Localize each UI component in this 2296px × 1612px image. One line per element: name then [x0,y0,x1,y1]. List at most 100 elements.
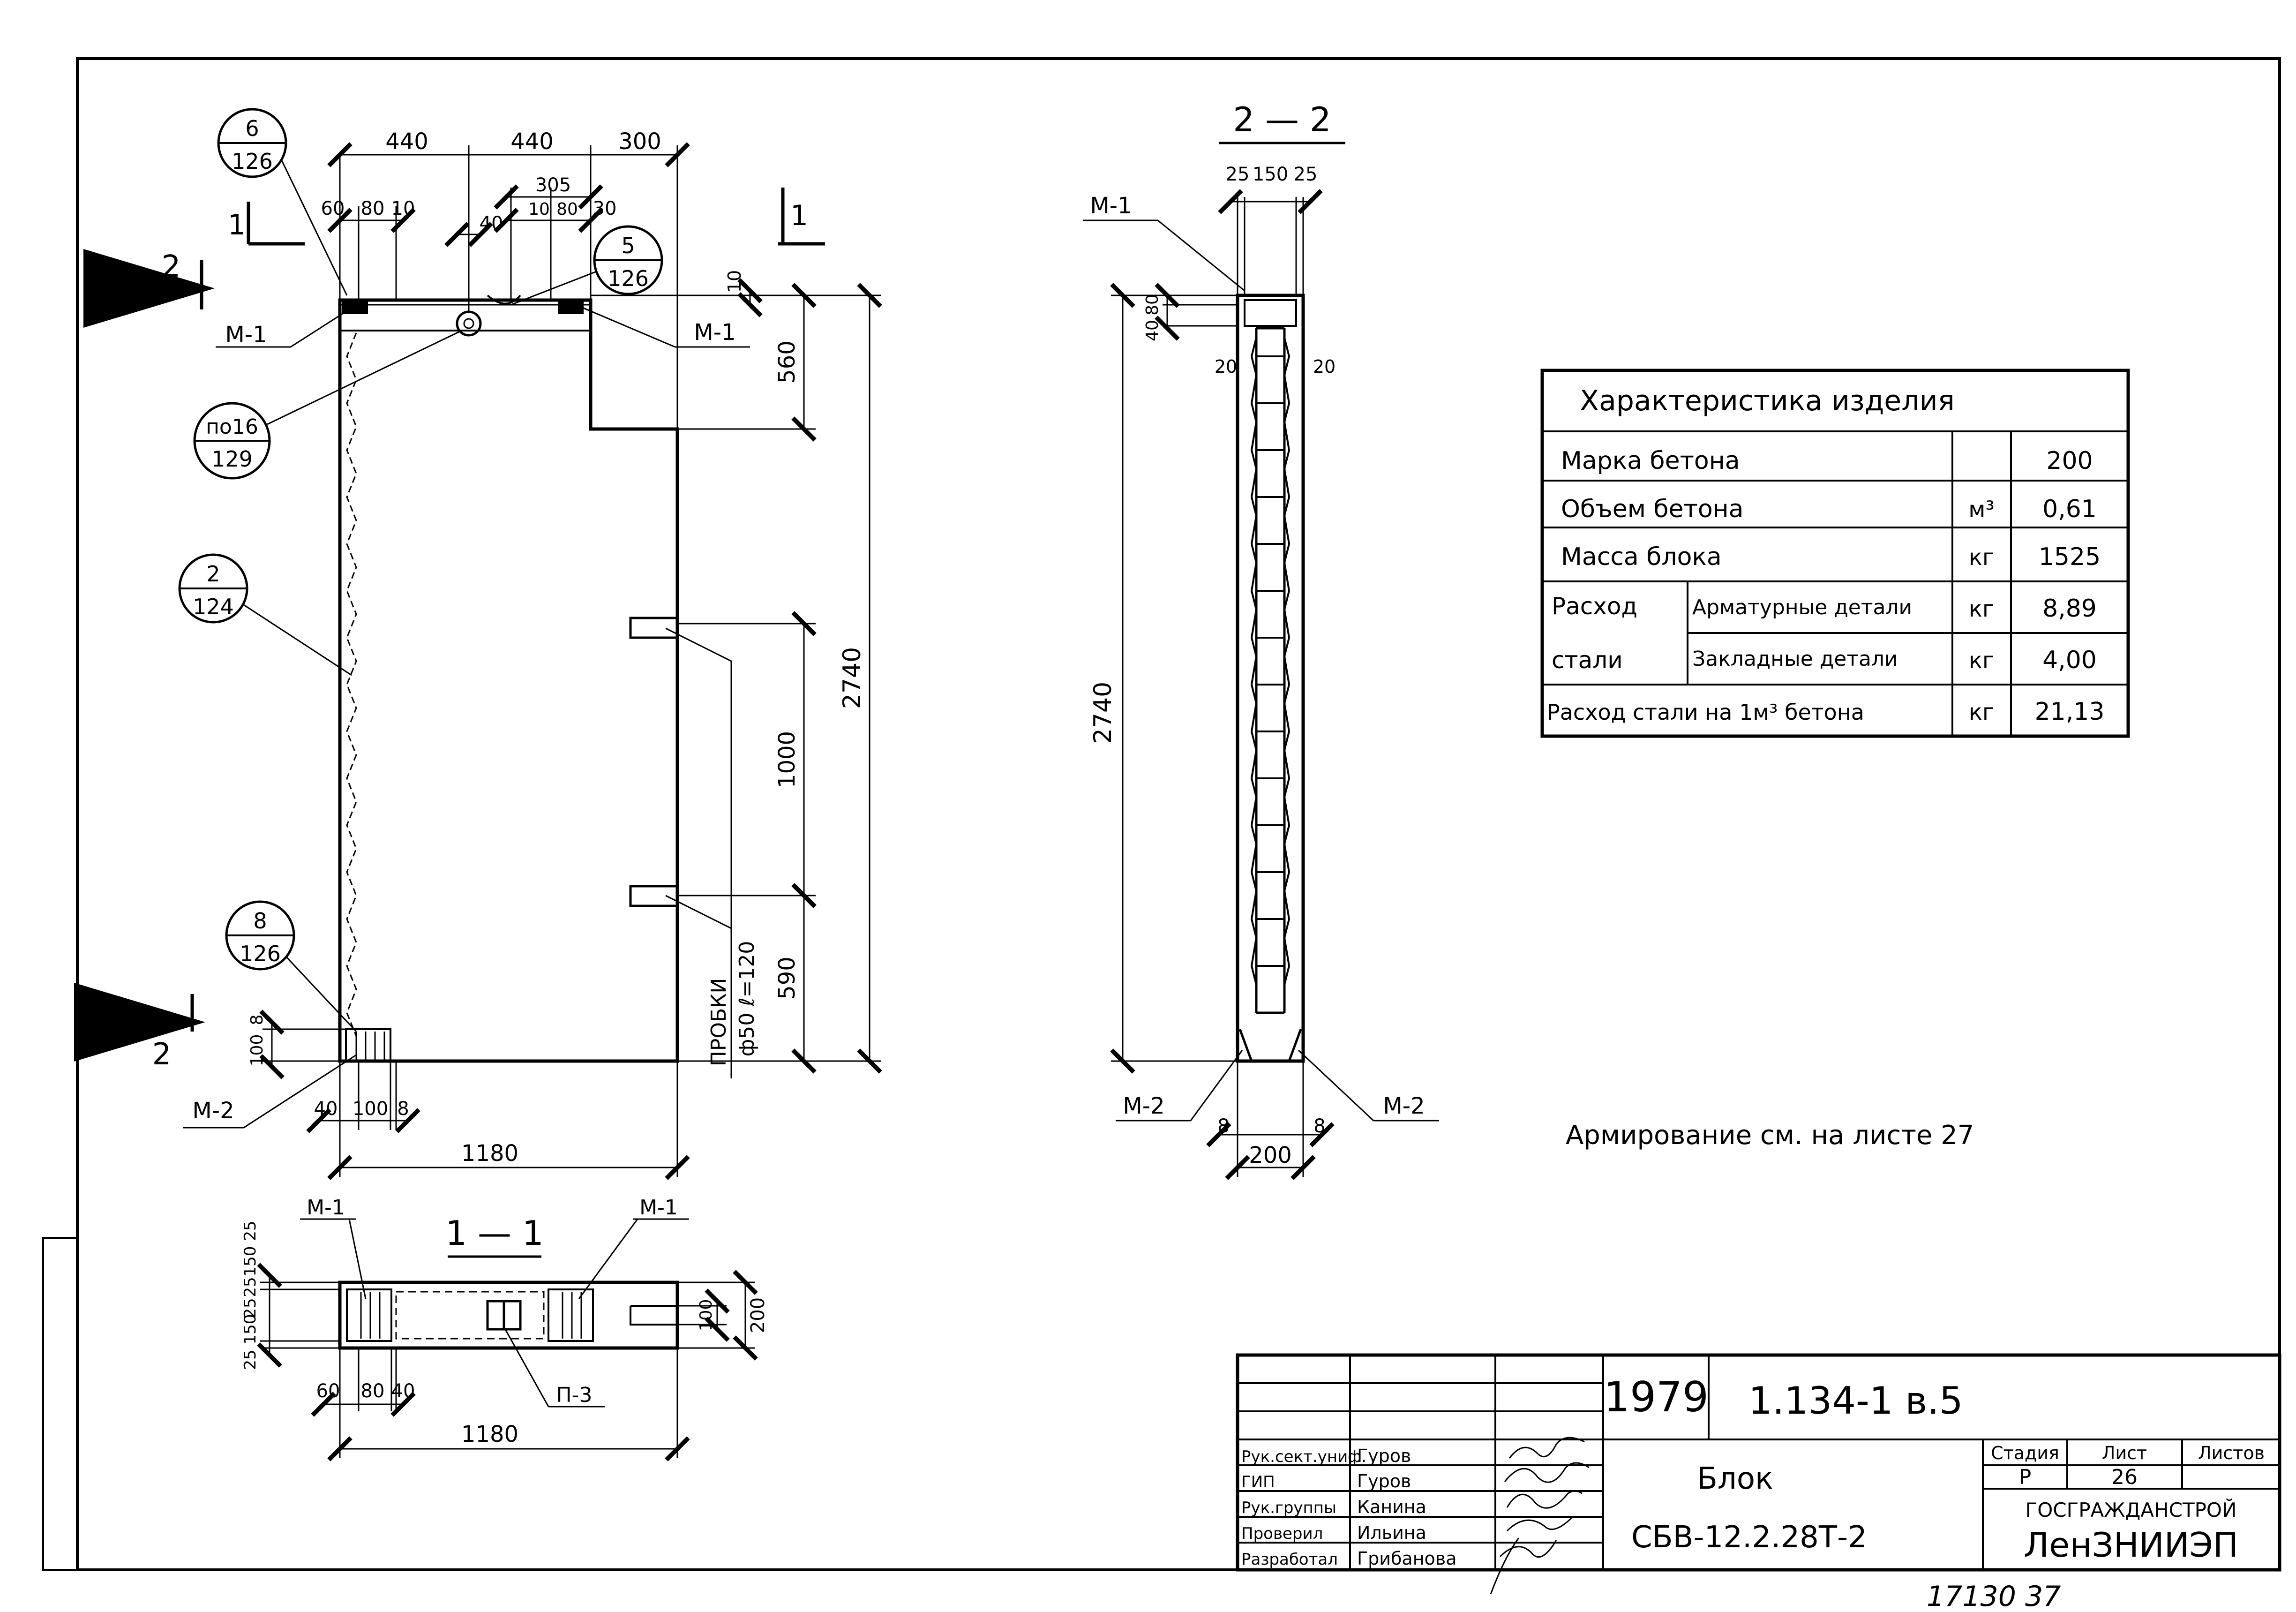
svg-text:126: 126 [240,941,281,966]
staff-role-3: Рук.группы [1241,1499,1336,1517]
main-view: 440 440 300 60 80 10 40 305 10 80 30 10 … [74,108,882,1180]
row-block-mass-unit: кг [1969,544,1994,571]
label-m1-left: М-1 [307,1196,345,1220]
dim-right-10: 10 [724,270,745,293]
characteristics-table: Характеристика изделия Марка бетона 200 … [1540,369,2130,738]
dim-100: 100 [697,1299,716,1332]
dim-40: 40 [480,213,503,234]
year: 1979 [1604,1373,1709,1421]
ribbed-core [1255,327,1286,1014]
dim-bottom-8: 8 [397,1098,409,1120]
section-2-2-title: 2 — 2 [1233,100,1331,139]
row-concrete-grade-value: 200 [2046,447,2093,475]
stage-value: Р [2019,1465,2032,1489]
sheets-header: Листов [2198,1443,2265,1463]
row-embedded-unit: кг [1969,648,1994,674]
callout-po16-129: по16 129 [193,330,462,480]
label-p3: П-3 [556,1383,593,1407]
steel-group-label-2: стали [1552,647,1623,674]
dim-25-b: 25 [241,1220,260,1241]
dim-60: 60 [316,1380,340,1402]
svg-text:129: 129 [211,446,253,472]
dim-top-440-b: 440 [510,128,554,155]
dim-150-b: 150 [241,1314,260,1345]
dim-bottom-100: 100 [353,1098,388,1120]
steel-group-label: Расход [1552,593,1637,620]
dim-80b: 80 [556,200,578,219]
dim-150-a: 150 [241,1246,260,1277]
org-line-1: ГОСГРАЖДАНСТРОЙ [2026,1498,2237,1522]
sheet-frame [42,57,2281,1571]
staff-name-1: Гуров [1357,1446,1411,1466]
svg-text:2: 2 [206,561,220,587]
table-title: Характеристика изделия [1580,384,1955,417]
dim-150: 150 [1253,164,1288,185]
dim-40: 40 [391,1380,415,1402]
dim-200: 200 [747,1297,769,1333]
dim-25-left: 25 [1226,164,1250,185]
row-concrete-volume-unit: м³ [1968,497,1994,523]
dim-40: 40 [1143,320,1162,341]
section-2-2-outline [1236,294,1305,1063]
svg-text:126: 126 [608,266,649,291]
dim-8-left: 8 [1217,1115,1229,1137]
dim-25-a: 25 [241,1277,260,1297]
block-outline [338,298,679,1063]
label-m2-right: М-2 [1383,1093,1425,1119]
dim-10: 10 [391,198,415,219]
object-name: Блок [1697,1461,1773,1496]
dim-height-2740: 2740 [1089,682,1117,744]
svg-text:5: 5 [621,233,635,258]
dim-8-right: 8 [1313,1115,1325,1137]
dim-25-right: 25 [1294,164,1318,185]
dim-60: 60 [321,198,345,219]
dim-right-2740: 2740 [838,647,866,709]
row-rebar: Арматурные детали [1692,595,1912,619]
row-block-mass-value: 1525 [2039,543,2101,571]
embedded-plate-m1-right [558,301,584,314]
row-concrete-grade: Марка бетона [1561,447,1740,475]
title-block: 1979 1.134-1 в.5 Блок СБВ-12.2.28Т-2 Ста… [1236,1353,2281,1595]
row-steel-per-m3: Расход стали на 1м³ бетона [1547,700,1864,725]
label-m1: М-1 [1090,193,1132,219]
section-2-2: 2 — 2 25 150 25 [1083,100,1439,1180]
stage-header: Стадия [1991,1443,2059,1463]
dim-width-1180: 1180 [461,1421,518,1447]
svg-text:8: 8 [253,908,267,934]
section-1-1-outline [338,1281,679,1350]
label-m2-left: М-2 [1123,1093,1164,1119]
plug-upper [629,617,677,639]
probki-label: ПРОБКИ [707,978,731,1067]
row-embedded: Закладные детали [1692,647,1898,671]
dim-left-8: 8 [248,1015,267,1025]
label-m1-left: М-1 [225,322,267,348]
rebar-wave [346,332,357,1037]
archive-number: 17130 37 [1927,1580,2061,1612]
row-steel-per-m3-value: 21,13 [2035,698,2105,726]
section-1-1: 1 — 1 [241,1196,769,1461]
cut-1-right: 1 [790,199,808,232]
drawing-code: 1.134-1 в.5 [1748,1379,1963,1423]
staff-name-2: Гуров [1357,1471,1411,1491]
cut-1-left: 1 [228,209,246,241]
svg-text:126: 126 [232,149,273,174]
reinforcement-note: Армирование см. на листе 27 [1566,1120,1974,1151]
svg-text:124: 124 [193,594,234,619]
probki-size: ф50 ℓ=120 [735,941,759,1057]
row-block-mass: Масса блока [1561,543,1722,571]
label-m2: М-2 [192,1098,234,1124]
row-concrete-volume-value: 0,61 [2042,495,2097,523]
staff-role-1: Рук.сект.униф. [1241,1447,1366,1466]
row-steel-per-m3-unit: кг [1969,699,1994,725]
row-concrete-volume: Объем бетона [1561,495,1744,523]
dim-bottom-40: 40 [314,1098,338,1120]
dim-80: 80 [361,198,385,219]
callout-8-126: 8 126 [225,900,357,1032]
dim-10b: 10 [528,200,550,219]
dim-top-440-a: 440 [385,128,428,155]
svg-text:по16: по16 [206,415,258,439]
dim-30: 30 [593,198,617,219]
dim-top-300: 300 [618,128,661,155]
staff-role-4: Проверил [1241,1524,1323,1543]
callout-5-126: 5 126 [510,225,663,306]
